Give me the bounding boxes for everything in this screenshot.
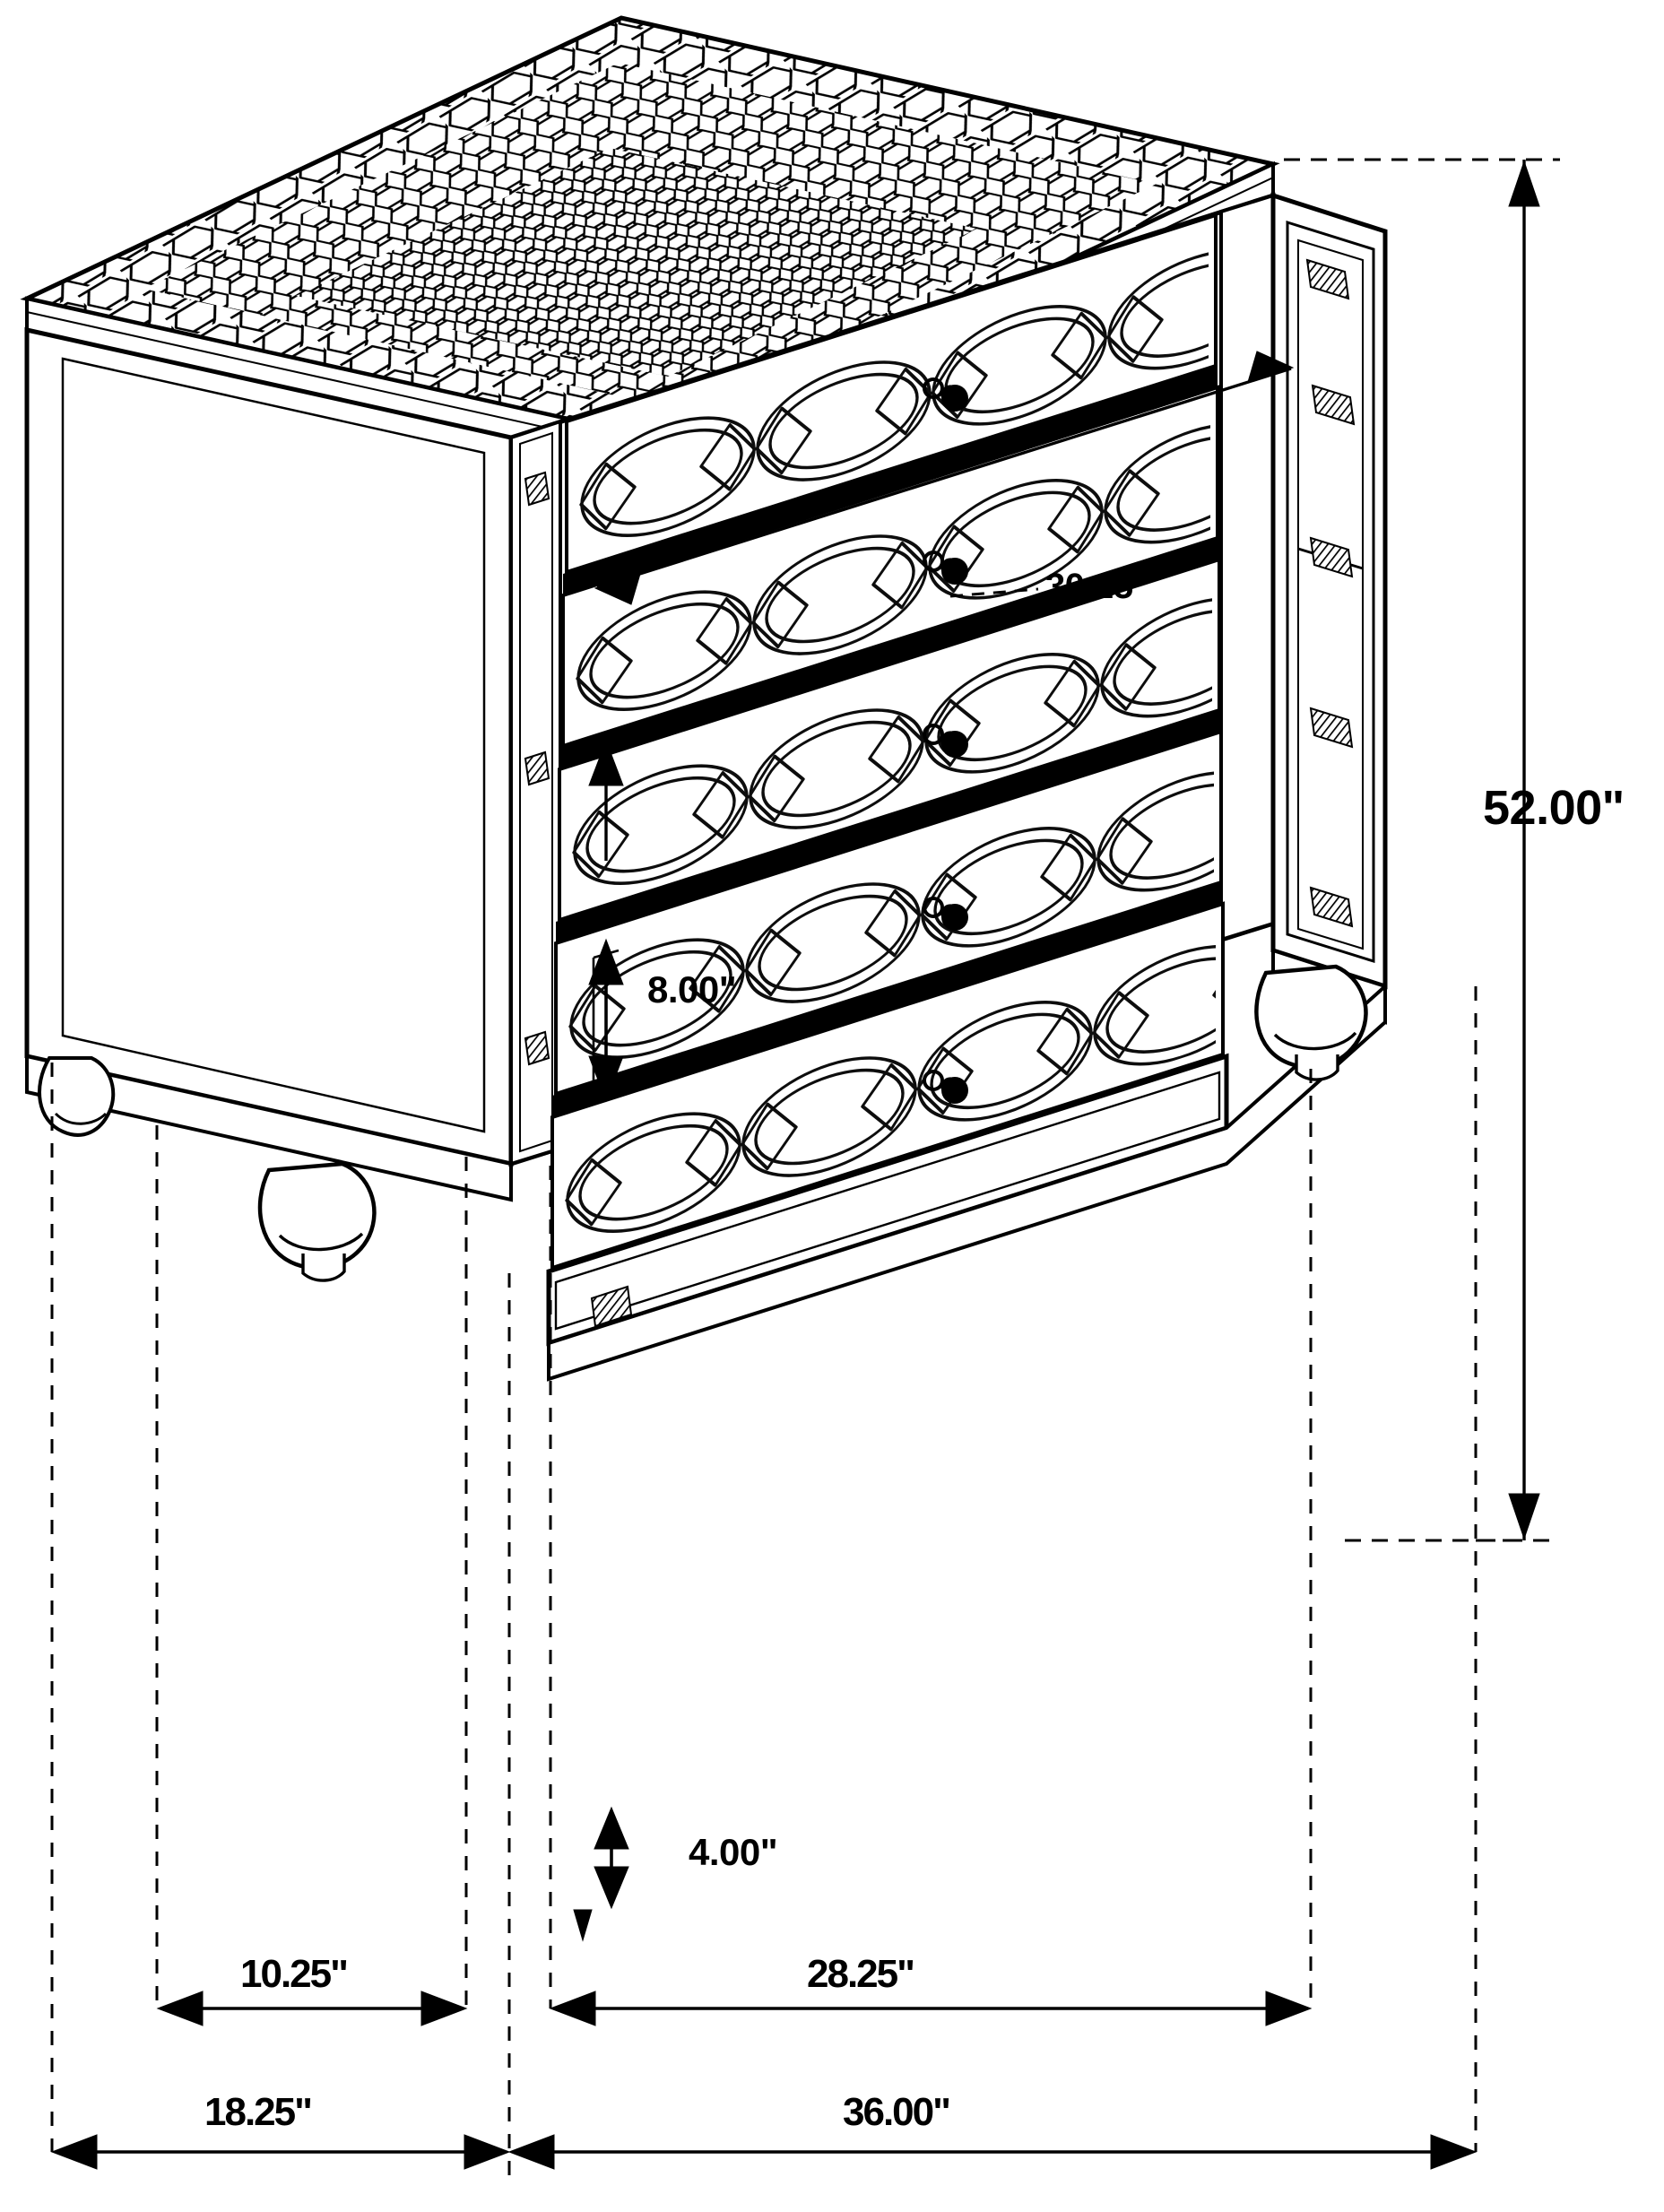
foot-front-right-collar [1273,1031,1357,1051]
case-front [508,192,1282,1347]
drawer-1-knob-ring [940,385,960,404]
arrowhead-foot-height-top [594,1806,629,1850]
drawer-2-face[interactable] [561,385,1219,749]
drawer-5-knob-ring [940,1077,960,1097]
bun-feet [38,964,1368,1282]
drawer-4-knob-ring [940,904,960,924]
arrowhead-28-25-left [549,1991,596,2026]
marker-front-left-edge [573,1909,593,1942]
drawer-5-escutcheon [923,1070,944,1091]
drawer-rail-1 [563,366,1218,595]
drawer-3-escutcheon [923,724,944,745]
dimension-annotations [50,158,1560,2179]
drawer-3[interactable] [556,557,1275,943]
foot-front-left [257,1161,377,1271]
drawer-rail-2 [559,538,1219,769]
front-right-stile [1219,193,1275,942]
dim-label-overall-height: 52.00" [1483,781,1625,835]
front-left-stile-inlays [524,471,550,1066]
arrowhead-drawer-width-right [1247,351,1295,383]
drawer-3-knob[interactable] [941,731,968,758]
dim-overall-height [1284,158,1560,1542]
drawer-2-escutcheon [923,551,944,572]
right-panel-inlays [1305,258,1356,928]
right-panel-face [1270,192,1388,990]
drawer-1-escutcheon [923,377,944,399]
front-lower-apron-reveal [554,1071,1221,1331]
arrowhead-10-25-right [420,1991,468,2026]
drawer-3-knob-ring [940,731,960,750]
arrowhead-drawer-height-top [588,938,624,985]
dim-label-drawer-width: 30.25" [1045,567,1150,606]
dim-line-drawer-width [596,367,1292,589]
dim-label-foot-height: 4.00" [689,1831,778,1873]
foot-front-right [1254,964,1368,1070]
drawer-1-face[interactable] [565,213,1218,575]
left-panel-inner-frame [61,357,486,1133]
dim-drawer-height [588,938,624,1103]
dim-label-overall-width: 36.00" [843,2090,951,2134]
arrowhead-28-25-right [1265,1991,1313,2026]
front-apron-inlay [590,1285,633,1328]
leader-drawer-width [949,587,1039,598]
base-plinth-wrap [547,982,1387,1382]
dim-front-width-inner [549,1991,1313,2026]
foot-front-left-collar [278,1232,364,1252]
foot-rear-left-collar [54,1112,108,1125]
dim-label-front-width-inner: 28.25" [807,1952,915,1996]
right-panel-inner-frame [1286,220,1375,964]
drawer-4-escutcheon [923,897,944,918]
right-panel-inner-reveal [1297,239,1364,950]
ext-tick-drawer-height-bottom [593,1076,620,1087]
top-croc-texture-fine [296,148,977,377]
drawer-2[interactable] [559,385,1278,769]
drawer-4-face[interactable] [554,729,1223,1097]
drawer-stack [550,213,1282,1271]
drawer-1[interactable] [563,213,1282,595]
arrowhead-foot-height-bottom [594,1866,629,1910]
drawer-rail-4 [552,882,1223,1117]
dim-label-side-depth-inner: 10.25" [240,1952,349,1996]
ext-tick-drawer-height-top [593,949,620,959]
drawer-2-knob[interactable] [941,558,968,585]
case-left-side-panel [24,326,514,1202]
dim-label-drawer-height: 8.00" [647,968,737,1011]
dim-foot-height [594,1806,629,1910]
dim-drawer-width [594,351,1295,605]
arrowhead-10-25-left [156,1991,204,2026]
dim-label-overall-depth: 18.25" [204,2090,313,2134]
arrowhead-36-00-left [507,2134,555,2170]
drawer-1-knob[interactable] [941,385,968,412]
drawer-rail-3 [556,710,1221,943]
dim-overall-width [507,2134,1478,2170]
witness-lines [50,986,1524,2179]
drawer-2-knob-ring [940,558,960,577]
arrowhead-height-top [1508,160,1540,207]
foot-front-left-pad [301,1253,346,1282]
left-panel-face [24,326,514,1167]
arrowhead-36-00-right [1430,2134,1478,2170]
dim-drawer-top-reference [588,739,624,861]
arrowhead-height-bottom [1508,1493,1540,1540]
drawer-4[interactable] [552,729,1271,1117]
foot-front-right-pad [1295,1054,1339,1081]
drawer-3-face[interactable] [558,557,1221,923]
drawer-5[interactable] [550,901,1268,1271]
dim-side-depth-inner [156,1991,468,2026]
dim-overall-depth [50,2134,511,2170]
left-panel-base-rail [25,1054,513,1202]
arrowhead-18-25-left [50,2134,98,2170]
arrowhead-drawer-width-left [594,573,641,605]
drawer-5-knob[interactable] [941,1077,968,1104]
drawer-4-knob[interactable] [941,904,968,931]
arrowhead-18-25-right [464,2134,511,2170]
